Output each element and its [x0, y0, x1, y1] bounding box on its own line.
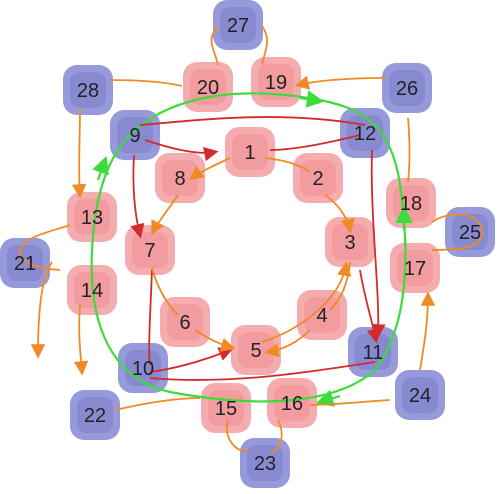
orange-path-26-18 [407, 117, 411, 183]
node-label-3: 3 [344, 232, 355, 254]
node-label-16: 16 [281, 393, 303, 415]
orange-path-14-22 [73, 304, 89, 376]
node-7-core [132, 232, 168, 268]
node-label-22: 22 [84, 405, 106, 427]
node-23-core [247, 445, 283, 481]
node-24-core [402, 377, 438, 413]
node-8-core [162, 160, 198, 196]
node-label-28: 28 [77, 80, 99, 102]
node-label-11: 11 [363, 342, 384, 364]
node-22-core [77, 397, 113, 433]
orange-path-24-17 [419, 291, 436, 371]
node-label-24: 24 [409, 385, 431, 407]
node-label-14: 14 [81, 280, 103, 302]
node-label-23: 23 [254, 453, 276, 475]
node-label-8: 8 [174, 168, 185, 190]
node-label-5: 5 [250, 340, 261, 362]
orange-path-28-20 [109, 79, 183, 87]
green-arrow-top [299, 90, 325, 108]
node-label-4: 4 [316, 305, 327, 327]
orange-path-8-7 [151, 194, 179, 236]
red-path-3-11 [359, 269, 381, 344]
node-label-9: 9 [129, 125, 140, 147]
node-16-core [274, 385, 310, 421]
red-path-12-1 [269, 134, 361, 151]
node-label-26: 26 [396, 78, 418, 100]
orange-path-18-25-17 [431, 213, 483, 251]
node-label-25: 25 [459, 222, 481, 244]
orange-path-26-19 [294, 75, 386, 90]
red-path-10-5 [149, 347, 234, 373]
orange-path-28-13 [71, 107, 87, 199]
orange-path-1-2 [264, 157, 311, 173]
node-28-core [70, 72, 106, 108]
orange-path-7-6 [151, 267, 179, 316]
node-26-core [389, 70, 425, 106]
node-label-6: 6 [179, 312, 190, 334]
node-label-1: 1 [244, 142, 255, 164]
node-label-10: 10 [132, 358, 154, 380]
node-label-27: 27 [227, 15, 249, 37]
node-21-core [7, 245, 43, 281]
orange-path-24-16 [309, 399, 391, 406]
node-label-13: 13 [81, 207, 103, 229]
red-path-9-12 [139, 116, 366, 126]
node-13-core [74, 199, 110, 235]
node-label-20: 20 [197, 77, 219, 99]
orange-path-4-5 [264, 329, 311, 358]
orange-path-15-23-16 [225, 419, 283, 454]
node-27-core [220, 7, 256, 43]
orange-path-5-3 [261, 261, 352, 343]
node-label-19: 19 [265, 72, 287, 94]
red-path-7-10 [148, 269, 153, 366]
node-label-2: 2 [312, 168, 323, 190]
orange-path-22-15 [114, 397, 201, 411]
orange-path-6-5 [194, 329, 236, 352]
node-label-15: 15 [215, 398, 237, 420]
node-label-17: 17 [404, 258, 426, 280]
node-label-21: 21 [14, 253, 36, 275]
node-label-18: 18 [400, 193, 422, 215]
green-arrow-bottom [315, 389, 341, 407]
node-1-core [232, 134, 268, 170]
orange-path-27-20-19 [210, 25, 269, 66]
node-9-core [117, 117, 153, 153]
orange-path-1-8 [189, 157, 231, 181]
node-label-12: 12 [354, 123, 376, 145]
red-path-10-11 [149, 361, 376, 381]
green-arrow-left [92, 155, 109, 181]
red-path-9-7 [130, 154, 145, 239]
red-path-9-1 [144, 139, 219, 162]
node-19-core [258, 64, 294, 100]
orange-path-2-3 [324, 194, 355, 234]
node-2-core [300, 160, 336, 196]
node-label-7: 7 [144, 240, 155, 262]
nodes-layer [0, 0, 495, 488]
node-4-core [304, 297, 340, 333]
red-path-12-11 [370, 149, 386, 339]
orange-path-13-21-14 [19, 224, 71, 355]
paths-layer [19, 25, 483, 454]
